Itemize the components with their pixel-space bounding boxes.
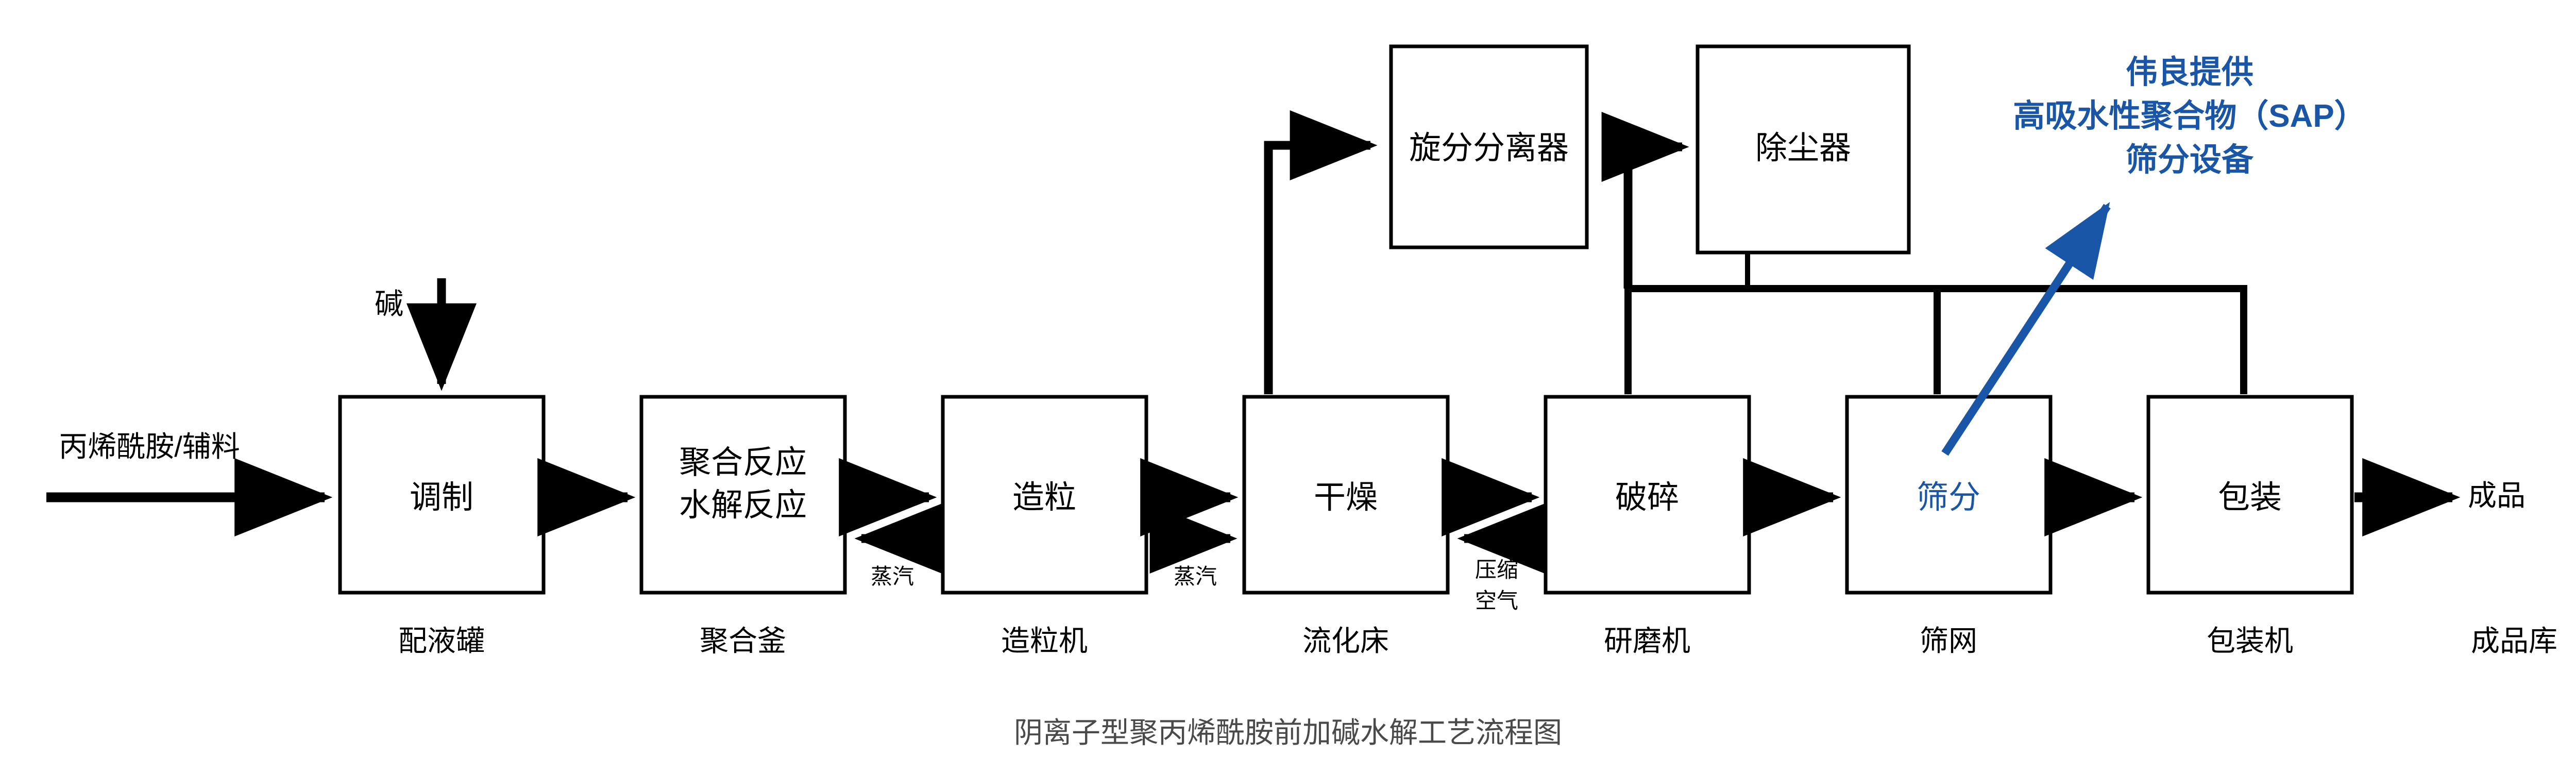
box-cyclone-label: 旋分分离器	[1409, 130, 1569, 166]
dust-manifold	[1601, 112, 2247, 394]
equipment-label-liuhuachuang: 流化床	[1302, 625, 1389, 657]
stream-label-compressed-air-1: 压缩	[1475, 558, 1519, 582]
aux-box-outlines	[1389, 44, 1911, 255]
box-tiaozhi-label: 调制	[409, 480, 474, 515]
stream-label-steam-dryer: 蒸汽	[1173, 564, 1217, 589]
diagram-caption: 阴离子型聚丙烯酰胺前加碱水解工艺流程图	[1014, 716, 1562, 749]
box-ganzao-label: 干燥	[1313, 480, 1378, 515]
box-dustremover-label: 除尘器	[1755, 130, 1852, 166]
equipment-label-juhefu: 聚合釜	[700, 625, 786, 657]
stream-label-alkali: 碱	[375, 288, 403, 320]
annotation-pointer-arrow	[1941, 201, 2111, 456]
box-cyclone-rect	[1389, 44, 1589, 249]
box-dustremover-rect	[1696, 44, 1911, 255]
line-manifold-to-dustremover	[1601, 112, 1689, 289]
equipment-label-baozhuangji: 包装机	[2207, 625, 2293, 657]
box-shaifen-label: 筛分	[1916, 480, 1981, 515]
stream-label-product-out: 成品	[2468, 479, 2526, 512]
stream-label-feed-in: 丙烯酰胺/辅料	[59, 430, 240, 463]
box-zaoli-label: 造粒	[1012, 480, 1077, 515]
stream-label-product-store: 成品库	[2471, 625, 2557, 657]
stream-label-steam-polymer: 蒸汽	[870, 564, 914, 589]
box-juhe-label-2: 水解反应	[679, 488, 807, 523]
equipment-label-shaiwang: 筛网	[1920, 625, 1977, 657]
equipment-label-yanmoji: 研磨机	[1604, 625, 1690, 657]
annotation-line-3: 筛分设备	[2125, 142, 2254, 178]
annotation-line-1: 伟良提供	[2125, 55, 2254, 90]
box-juhe-label: 聚合反应	[679, 445, 807, 480]
box-posui-label: 破碎	[1615, 480, 1680, 515]
equipment-label-peiyeguan: 配液罐	[398, 625, 485, 657]
annotation-line-2: 高吸水性聚合物（SAP）	[2013, 98, 2366, 134]
box-baozhuang-rect	[2146, 395, 2354, 595]
equipment-label-zaoliji: 造粒机	[1001, 625, 1088, 657]
line-ganzao-to-cyclone	[1264, 110, 1378, 394]
box-baozhuang-label: 包装	[2217, 480, 2282, 515]
stream-label-compressed-air-2: 空气	[1475, 589, 1519, 613]
